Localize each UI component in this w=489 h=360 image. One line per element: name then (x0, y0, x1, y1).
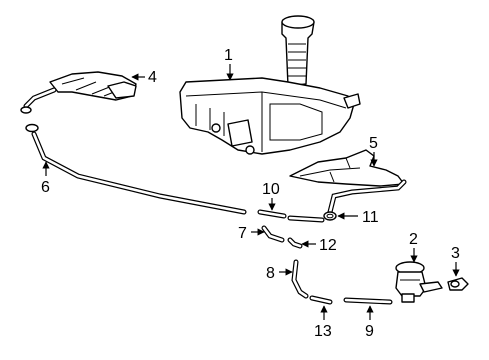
callout-11: 11 (362, 209, 379, 226)
callout-6: 6 (41, 179, 50, 196)
callout-10: 10 (262, 181, 280, 198)
short-hose (257, 209, 325, 223)
callout-5: 5 (369, 135, 378, 152)
washer-pump (395, 261, 443, 303)
pump-seal (447, 277, 469, 291)
curved-hose (291, 259, 309, 299)
callout-1: 1 (224, 47, 233, 64)
callout-9: 9 (365, 323, 374, 340)
long-hose (25, 123, 247, 215)
washer-reservoir (179, 15, 361, 155)
small-elbow (287, 237, 303, 249)
hose-bracket-assembly (20, 71, 137, 114)
callout-7: 7 (238, 225, 247, 242)
callout-4: 4 (148, 69, 157, 86)
straight-hose (343, 297, 393, 305)
elbow-hose (261, 225, 285, 243)
connector-hose (309, 295, 333, 305)
grommet (323, 211, 337, 221)
leader-lines (42, 64, 460, 320)
callout-8: 8 (266, 265, 275, 282)
pump-bracket (289, 149, 407, 215)
callout-12: 12 (319, 237, 337, 254)
callout-2: 2 (409, 231, 418, 248)
callout-13: 13 (314, 323, 332, 340)
callout-3: 3 (451, 245, 460, 262)
callout-labels: 1 2 3 4 5 6 7 8 9 10 11 12 13 (41, 47, 460, 340)
